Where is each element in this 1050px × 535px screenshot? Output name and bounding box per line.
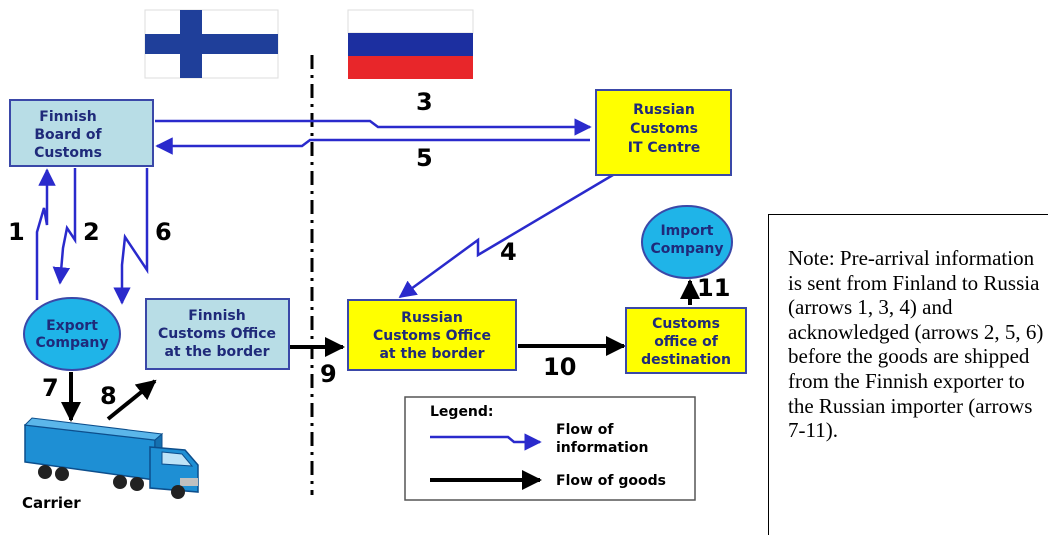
- finnish-border-line-1: Finnish: [188, 308, 245, 324]
- legend: Legend: Flow of information Flow of goods: [404, 396, 696, 501]
- truck-icon: [23, 417, 199, 499]
- finnish-border-line-2: Customs Office: [158, 326, 276, 342]
- info-arrow-2: [52, 168, 77, 285]
- finnish-board-line-1: Finnish: [39, 109, 96, 125]
- finnish-board-line-2: Board of: [34, 127, 102, 143]
- import-line-2: Company: [650, 241, 723, 257]
- legend-info-line-1: Flow of: [556, 422, 614, 438]
- arrow-numbers: 1 2 3 4 5 6 7 8 9 10 11: [8, 88, 730, 410]
- legend-title: Legend:: [430, 404, 494, 420]
- russian-it-line-1: Russian: [633, 102, 695, 118]
- goods-arrows: [61, 279, 700, 422]
- arrow-number-9: 9: [320, 360, 337, 388]
- arrow-number-7: 7: [42, 374, 59, 402]
- export-line-1: Export: [46, 318, 98, 334]
- carrier-label: Carrier: [22, 494, 81, 512]
- russian-border-line-2: Customs Office: [373, 328, 491, 344]
- russian-it-line-3: IT Centre: [628, 140, 700, 156]
- arrow-number-6: 6: [155, 218, 172, 246]
- arrow-number-1: 1: [8, 218, 25, 246]
- destination-line-1: Customs: [652, 316, 720, 332]
- info-arrow-3: [155, 118, 592, 136]
- russian-border-line-1: Russian: [401, 310, 463, 326]
- note-text: Note: Pre-arrival information is sent fr…: [788, 246, 1049, 443]
- import-line-1: Import: [660, 223, 713, 239]
- finnish-board-line-3: Customs: [34, 145, 102, 161]
- legend-info-arrow: [430, 433, 542, 451]
- goods-arrow-8: [106, 379, 157, 421]
- info-arrow-1: [35, 168, 56, 300]
- russian-it-line-2: Customs: [630, 121, 698, 137]
- russian-border-line-3: at the border: [379, 346, 484, 362]
- finland-flag-icon: [144, 9, 279, 79]
- info-arrow-6: [113, 168, 149, 305]
- legend-goods-label: Flow of goods: [556, 473, 666, 489]
- arrow-number-10: 10: [543, 353, 576, 381]
- destination-line-3: destination: [641, 352, 731, 368]
- arrow-number-3: 3: [416, 88, 433, 116]
- russia-flag-icon: [347, 9, 474, 79]
- arrow-number-4: 4: [500, 238, 517, 266]
- note-box: Note: Pre-arrival information is sent fr…: [768, 214, 1048, 535]
- info-arrow-5: [155, 137, 590, 155]
- node-customs-destination: Customs office of destination: [625, 307, 747, 374]
- finnish-border-line-3: at the border: [164, 344, 269, 360]
- arrow-number-8: 8: [100, 382, 117, 410]
- info-arrow-4: [398, 170, 619, 299]
- legend-info-label: Flow of information: [556, 422, 649, 456]
- arrow-number-11: 11: [697, 274, 730, 302]
- destination-line-2: office of: [654, 334, 719, 350]
- export-line-2: Company: [35, 335, 108, 351]
- info-arrows: [35, 118, 619, 305]
- arrow-number-5: 5: [416, 144, 433, 172]
- legend-info-line-2: information: [556, 440, 649, 456]
- arrow-number-2: 2: [83, 218, 100, 246]
